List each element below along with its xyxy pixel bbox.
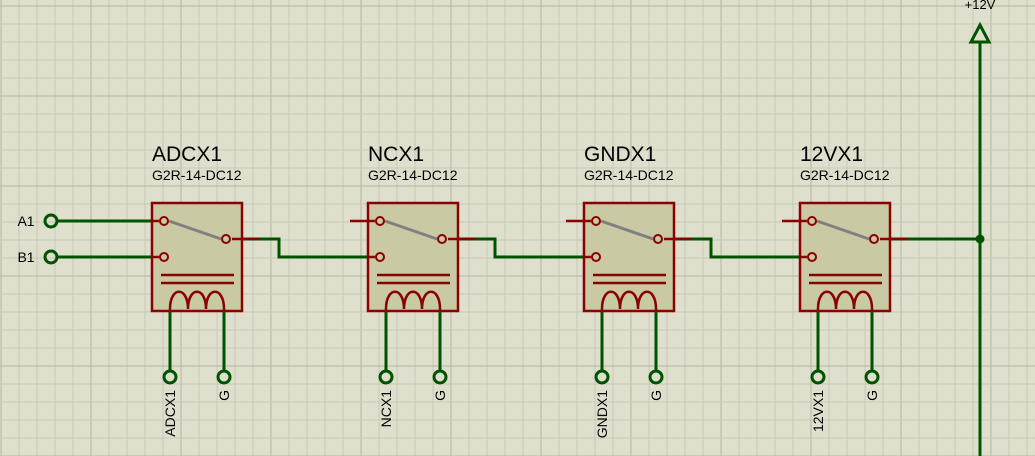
switch-arm <box>600 219 654 241</box>
power-arrow-icon <box>968 21 992 44</box>
relay-part-label: G2R-14-DC12 <box>368 167 458 183</box>
gnd-net-label: G <box>648 390 664 401</box>
relay-contact <box>437 234 447 244</box>
relay-contact <box>375 252 385 262</box>
relay-contact <box>375 216 385 226</box>
coil-net-label: NCX1 <box>378 390 394 428</box>
coil-terminal[interactable] <box>378 369 394 385</box>
relay-contact <box>159 216 169 226</box>
coil-net-label: ADCX1 <box>162 390 178 437</box>
gnd-net-label: G <box>216 390 232 401</box>
relay-ref-label: 12VX1 <box>800 143 863 166</box>
coil-terminal[interactable] <box>810 369 826 385</box>
wires <box>43 42 985 456</box>
relay-contact <box>807 216 817 226</box>
relay-contact <box>159 252 169 262</box>
gnd-net-label: G <box>432 390 448 401</box>
input-label-b1: B1 <box>17 249 34 265</box>
relay-contact <box>591 216 601 226</box>
wire-chain-3 <box>674 237 800 259</box>
switch-arm <box>816 219 870 241</box>
coil-icon <box>384 290 442 311</box>
power-terminal-12v[interactable]: +12V <box>965 0 996 44</box>
wire-chain-2 <box>458 237 584 259</box>
ground-terminal[interactable] <box>216 369 232 385</box>
switch-arm <box>168 219 222 241</box>
relay-part-label: G2R-14-DC12 <box>800 167 890 183</box>
relay-contact <box>653 234 663 244</box>
relay-ref-label: GNDX1 <box>584 143 656 166</box>
coil-icon <box>600 290 658 311</box>
ground-terminal[interactable] <box>864 369 880 385</box>
input-terminal-b1[interactable] <box>43 249 59 265</box>
relay-contact <box>221 234 231 244</box>
ground-terminal[interactable] <box>432 369 448 385</box>
coil-net-label: 12VX1 <box>810 390 826 432</box>
relay-part-label: G2R-14-DC12 <box>152 167 242 183</box>
relay-contact <box>869 234 879 244</box>
junction-dot <box>975 234 985 244</box>
coil-terminal[interactable] <box>162 369 178 385</box>
input-terminal-a1[interactable] <box>43 213 59 229</box>
relay-ref-label: NCX1 <box>368 143 424 166</box>
gnd-net-label: G <box>864 390 880 401</box>
relay-part-label: G2R-14-DC12 <box>584 167 674 183</box>
switch-arm <box>384 219 438 241</box>
relay-ref-label: ADCX1 <box>152 143 222 166</box>
ground-terminal[interactable] <box>648 369 664 385</box>
relay-contact <box>591 252 601 262</box>
power-label: +12V <box>965 0 996 12</box>
wire-chain-1 <box>242 237 368 259</box>
coil-net-label: GNDX1 <box>594 390 610 438</box>
coil-icon <box>816 290 874 311</box>
relay-contact <box>807 252 817 262</box>
coil-icon <box>168 290 226 311</box>
coil-terminal[interactable] <box>594 369 610 385</box>
input-label-a1: A1 <box>17 213 34 229</box>
